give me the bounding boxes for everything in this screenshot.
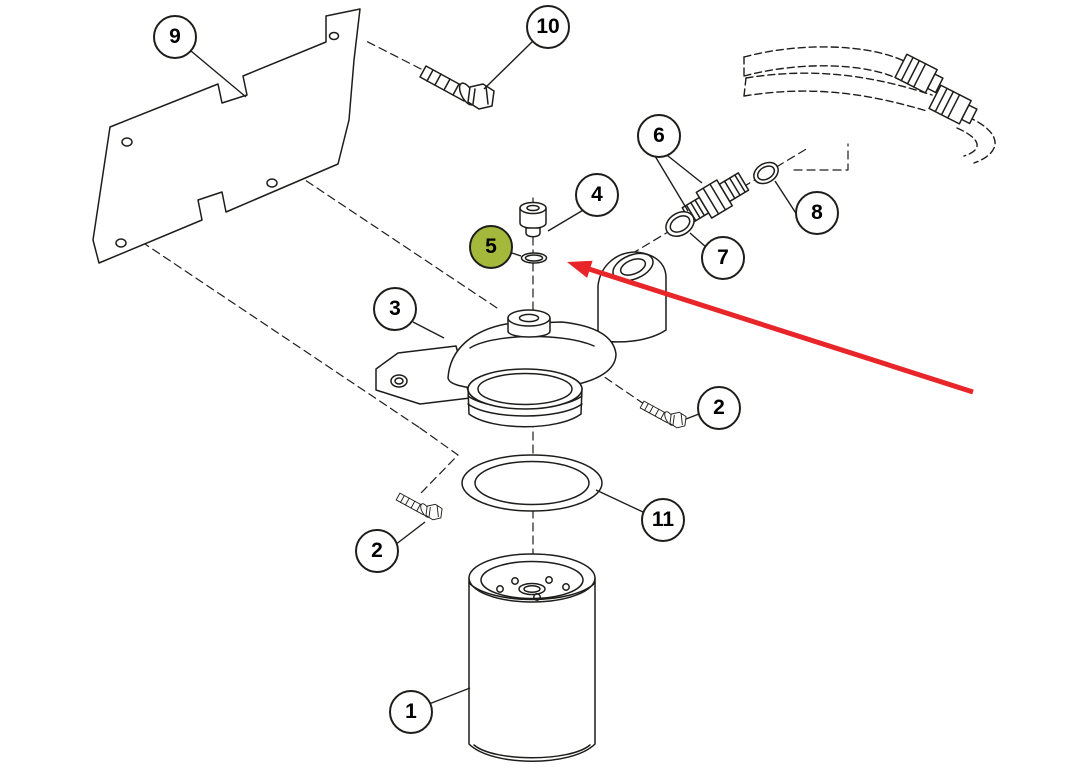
flange-bolt-10: [419, 65, 495, 110]
o-ring-7: [665, 211, 695, 237]
callout-2b[interactable]: 2: [355, 529, 399, 573]
hose-fitting-icon: [894, 53, 978, 125]
o-ring-5: [520, 252, 548, 264]
callout-9[interactable]: 9: [153, 15, 197, 59]
callout-8[interactable]: 8: [795, 191, 839, 235]
callout-4[interactable]: 4: [575, 173, 619, 217]
seal-ring: [461, 454, 603, 512]
callout-1[interactable]: 1: [389, 690, 433, 734]
callout-3[interactable]: 3: [373, 287, 417, 331]
hose-assembly: [743, 46, 996, 164]
callout-5[interactable]: 5: [469, 225, 513, 269]
callout-10[interactable]: 10: [526, 5, 570, 49]
callout-2a[interactable]: 2: [697, 386, 741, 430]
callout-7[interactable]: 7: [701, 236, 745, 280]
o-ring-8: [753, 161, 779, 185]
callout-11[interactable]: 11: [641, 498, 685, 542]
callout-6[interactable]: 6: [637, 114, 681, 158]
vent-plug: [519, 201, 547, 238]
filter-cartridge: [468, 553, 596, 762]
